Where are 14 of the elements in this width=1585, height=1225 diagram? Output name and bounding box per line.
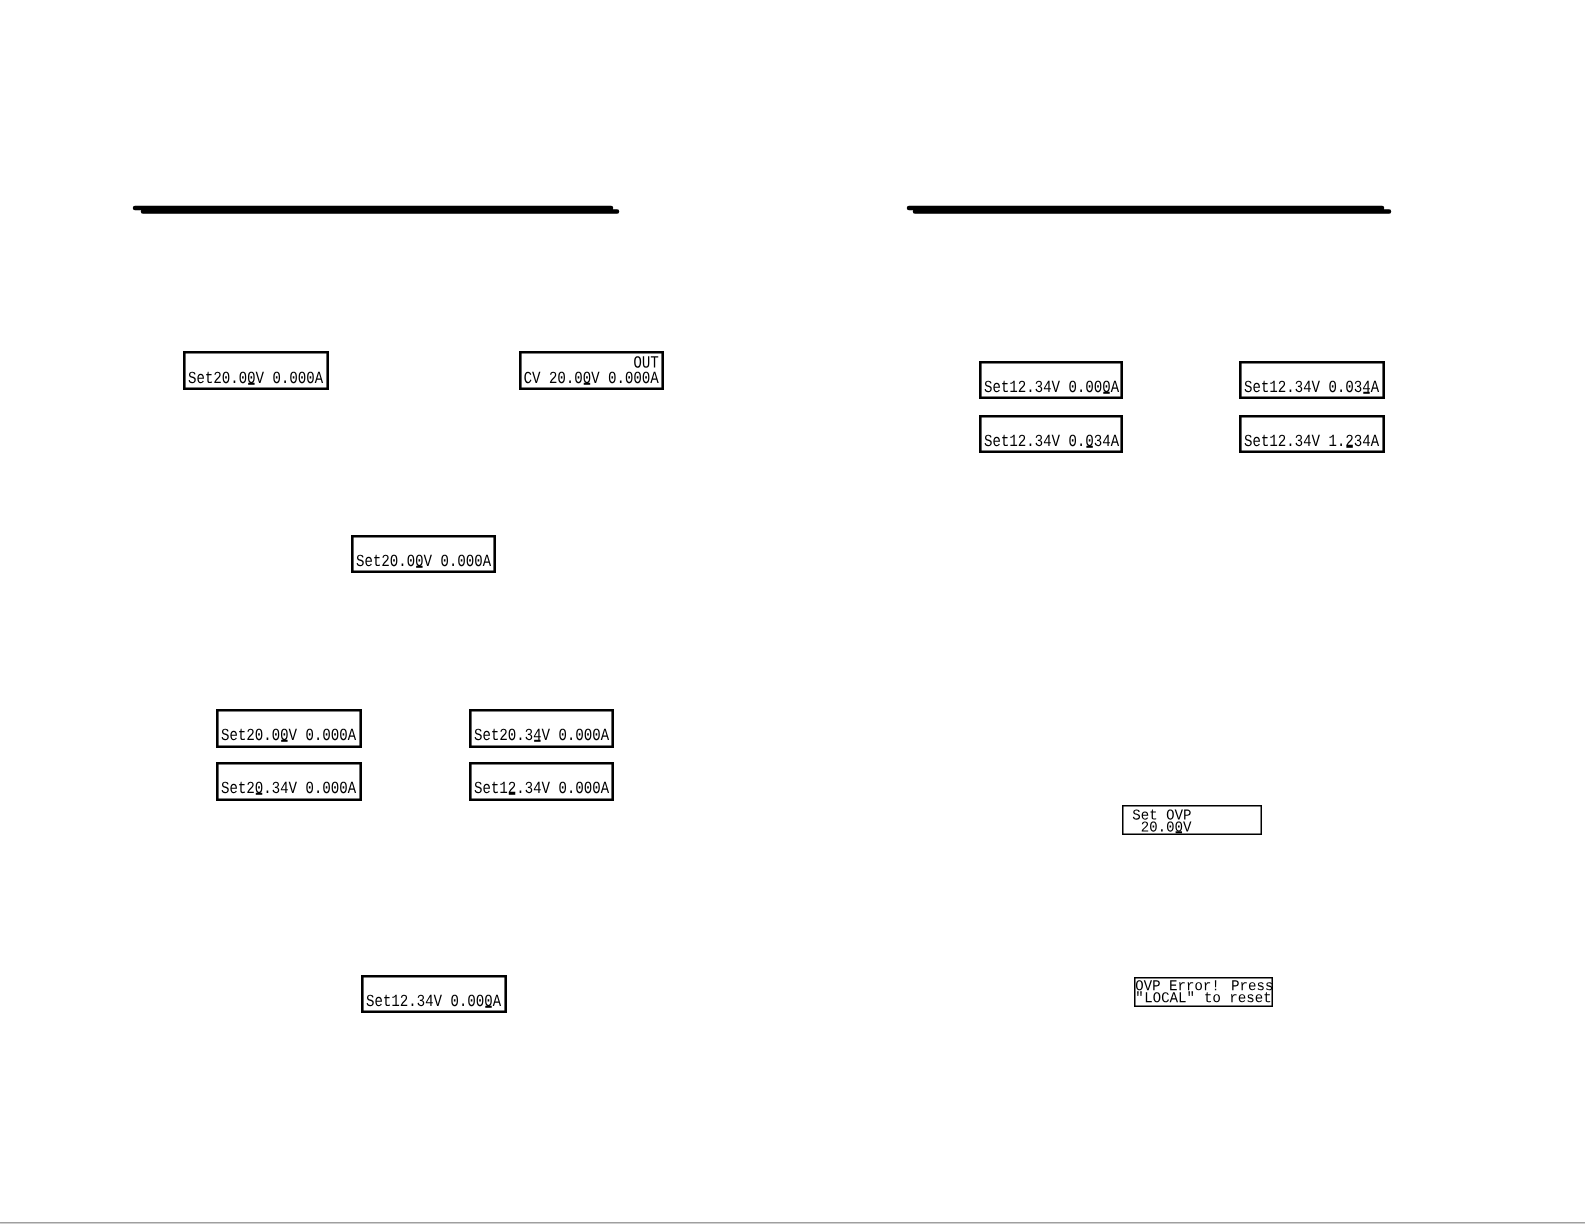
lcd-display: Set20.34V 0.000A — [469, 709, 614, 748]
lcd-display: Set20.00V 0.000A — [216, 709, 362, 748]
lcd-display: Set12.34V 1.234A — [1239, 415, 1385, 453]
lcd-display: Set12.34V 0.034A — [979, 415, 1123, 453]
lcd-display: Set12.34V 0.000A — [361, 975, 507, 1013]
lcd-display: Set20.34V 0.000A — [216, 762, 362, 801]
lcd-display: Set12.34V 0.034A — [1239, 361, 1385, 399]
lcd-display: Set12.34V 0.000A — [979, 361, 1123, 399]
lcd-display: Set20.00V 0.000A — [351, 535, 496, 573]
lcd-display: Set20.00V 0.000A — [183, 351, 329, 390]
lcd-display: Set12.34V 0.000A — [469, 762, 614, 801]
lcd-display: Set OVP 20.00V — [1122, 805, 1262, 835]
lcd-display: OVP Error! Press "LOCAL" to reset — [1134, 977, 1273, 1007]
lcd-display: OUT CV 20.00V 0.000A — [519, 351, 664, 390]
